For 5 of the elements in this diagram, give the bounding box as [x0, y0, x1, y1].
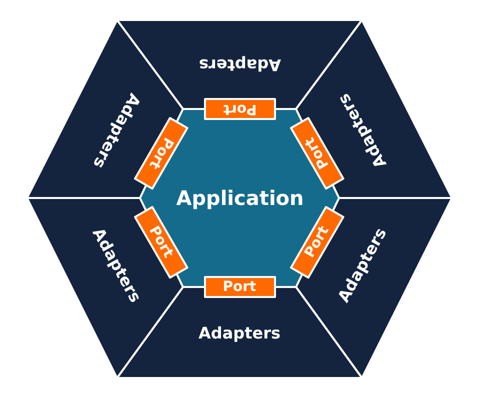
adapter-label: Adapters [198, 55, 280, 74]
port-label: Port [222, 101, 256, 117]
port-label: Port [222, 279, 256, 295]
adapter-label: Adapters [198, 323, 280, 342]
application-label: Application [176, 186, 304, 210]
